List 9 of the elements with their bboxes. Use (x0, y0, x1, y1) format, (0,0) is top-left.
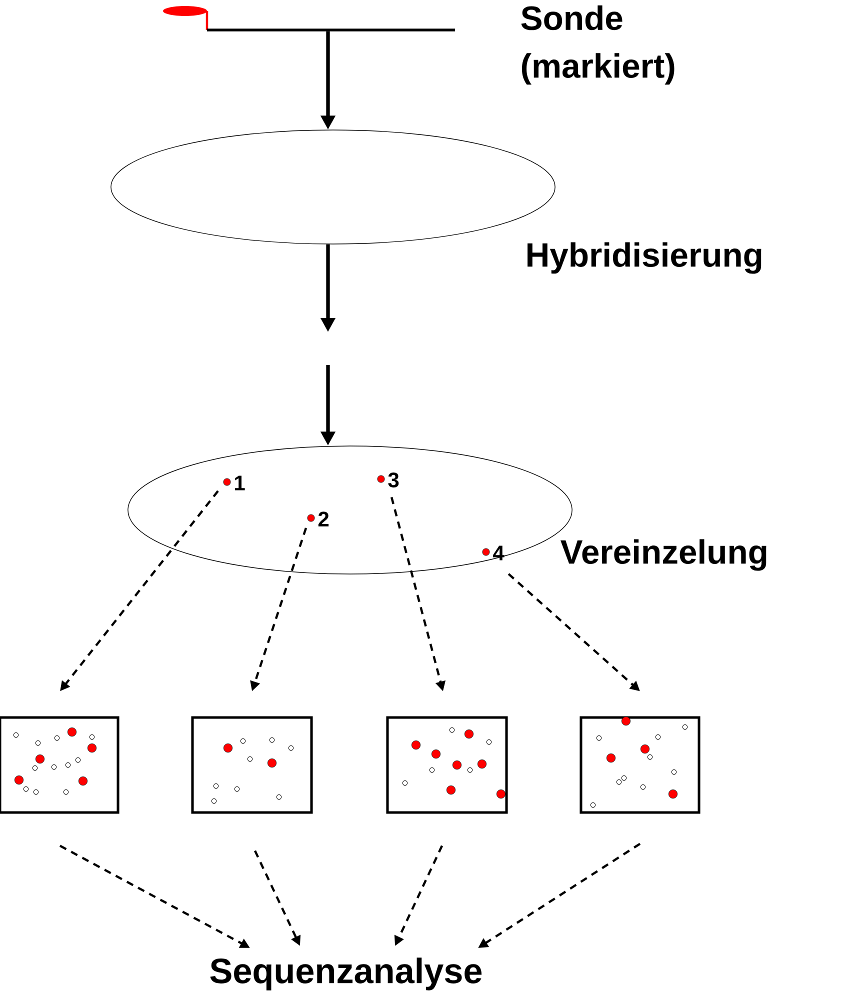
culture-plate (386, 716, 508, 814)
culture-plate (0, 716, 120, 814)
culture-plate (191, 716, 313, 814)
step-label: Sonde (markiert) (521, 5, 674, 85)
culture-plate (580, 716, 700, 814)
result-label: Sequenzanalyse (210, 958, 482, 990)
probe-drawing (163, 6, 455, 32)
step-label: Vereinzelung (560, 539, 766, 571)
step-label: Hybridisierung (528, 242, 762, 274)
